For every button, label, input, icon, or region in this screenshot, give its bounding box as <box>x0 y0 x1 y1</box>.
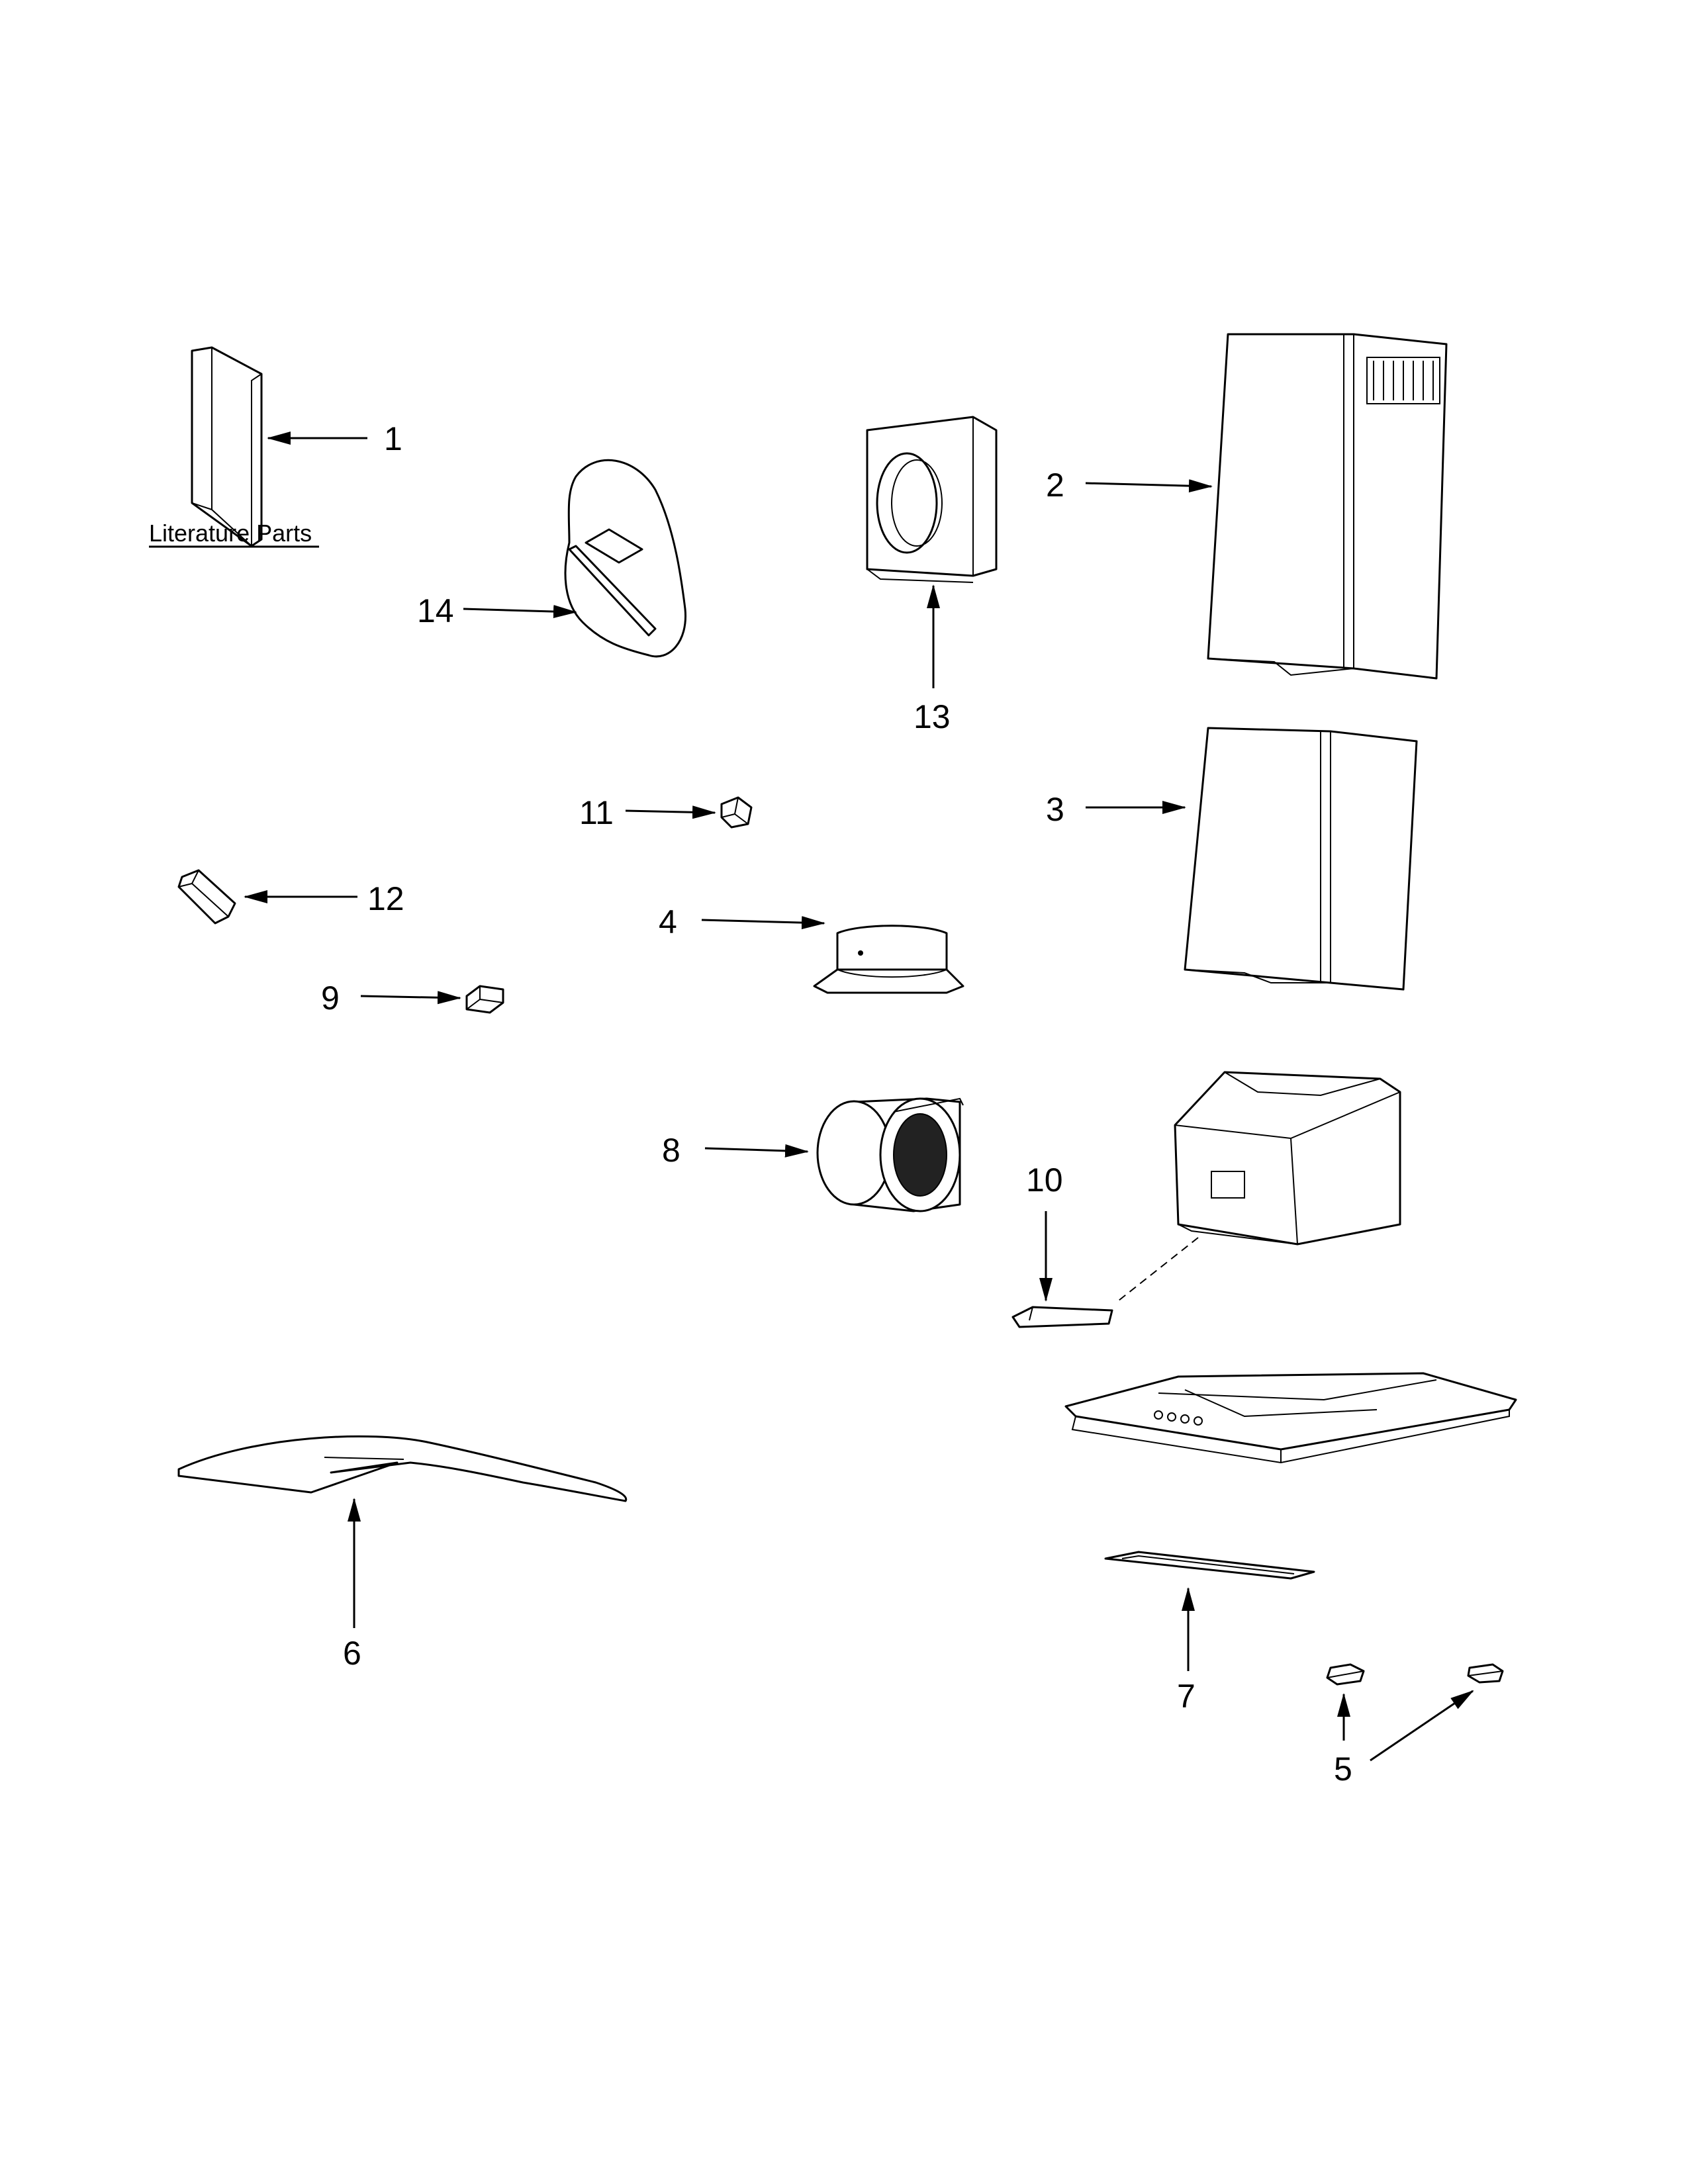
callout-3: 3 <box>1046 791 1064 828</box>
part-7-filter <box>1104 1551 1315 1580</box>
arrow-2 <box>1085 479 1213 493</box>
arrow-5b <box>1370 1690 1474 1762</box>
part-3-lower-chimney <box>1184 727 1418 991</box>
part-13-duct-adapter <box>866 416 998 583</box>
part-14-hardware-bag <box>564 459 687 658</box>
hood-body <box>1064 1372 1517 1464</box>
callout-13: 13 <box>914 698 951 735</box>
callout-10: 10 <box>1026 1161 1063 1199</box>
arrow-4 <box>701 916 825 930</box>
callout-1: 1 <box>384 420 402 457</box>
callout-2: 2 <box>1046 467 1064 504</box>
callout-14: 14 <box>417 592 454 629</box>
part-5-light-right <box>1467 1663 1504 1684</box>
part-2-upper-chimney <box>1207 333 1448 680</box>
callout-6: 6 <box>343 1635 361 1672</box>
part-5-light-left <box>1326 1663 1365 1686</box>
part-12-block <box>177 869 236 925</box>
arrow-11 <box>625 805 716 819</box>
literature-parts-caption: Literature Parts <box>149 520 312 547</box>
leader-dashed <box>1118 1237 1199 1301</box>
callout-7: 7 <box>1177 1678 1196 1715</box>
part-6-glass-canopy <box>177 1435 628 1502</box>
callout-5: 5 <box>1334 1751 1352 1788</box>
motor-housing <box>1174 1071 1401 1246</box>
part-9-block <box>465 985 504 1014</box>
part-11-connector <box>720 796 753 829</box>
callout-9: 9 <box>321 979 340 1017</box>
arrow-8 <box>704 1144 809 1158</box>
callout-11: 11 <box>579 794 614 831</box>
arrow-9 <box>360 991 461 1005</box>
part-10-control-board <box>1011 1306 1113 1328</box>
part-4-damper <box>813 925 964 994</box>
arrow-14 <box>463 605 577 618</box>
part-1-literature <box>191 346 263 547</box>
part-8-blower <box>816 1097 964 1212</box>
callout-8: 8 <box>662 1132 680 1169</box>
callout-4: 4 <box>659 903 677 940</box>
callout-12: 12 <box>367 880 404 917</box>
